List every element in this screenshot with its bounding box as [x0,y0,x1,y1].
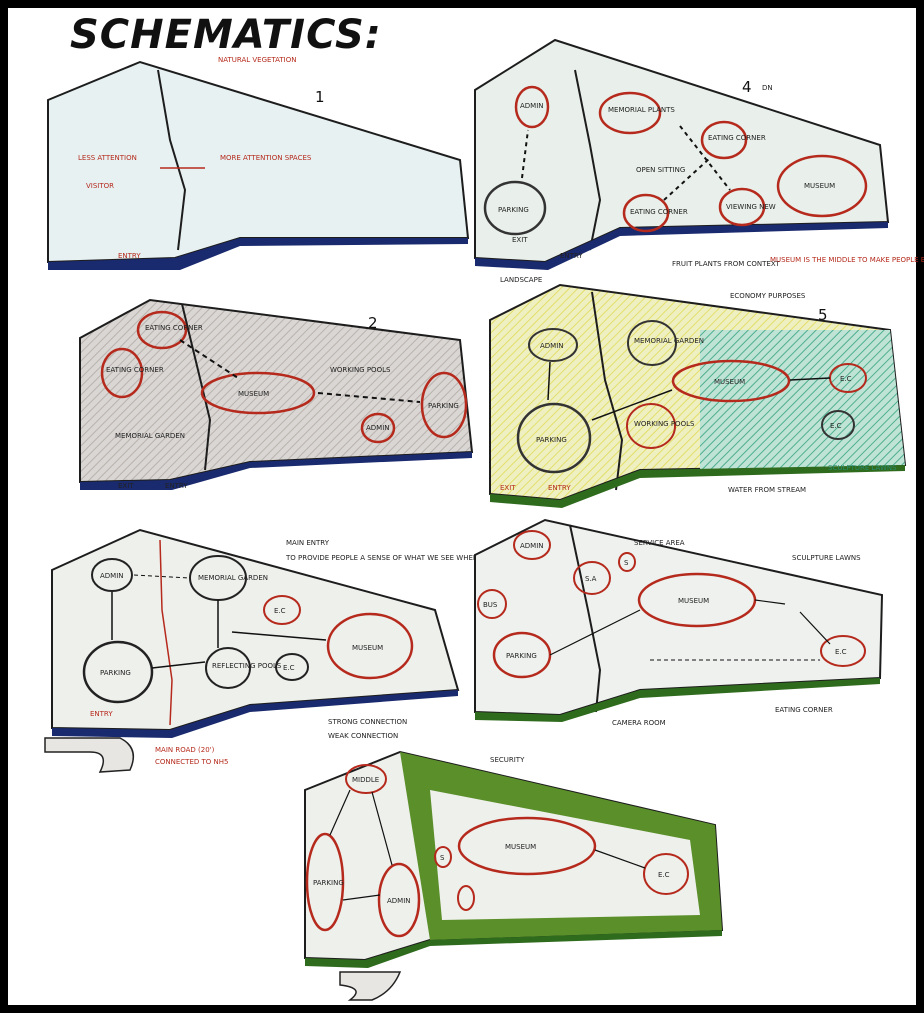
parking-label: PARKING [428,402,459,410]
working-pools-label: WORKING POOLS [634,420,695,428]
museum-label: MUSEUM [352,644,383,652]
entry-label: ENTRY [118,252,141,260]
admin-label: ADMIN [520,542,544,550]
museum-label: MUSEUM [505,843,536,851]
museum-label: MUSEUM [804,182,835,190]
admin-label: ADMIN [366,424,390,432]
exit-label: EXIT [512,236,528,244]
entry-label: ENTRY [560,252,583,260]
viewing-label: VIEWING NEW [726,203,776,211]
ec-label: E.C [840,375,852,383]
dn-label: DN [762,84,773,92]
open-sitting-label: OPEN SITTING [636,166,685,174]
parking-label: PARKING [100,669,131,677]
schematic-number: 4 [742,78,752,96]
museum-label: MUSEUM [714,378,745,386]
reflecting-pools-label: REFLECTING POOLS [212,662,282,670]
main-entry-label: MAIN ENTRY [286,539,330,547]
s-label: S [440,854,445,862]
sculpture-lawns-label: SCULPTURE LAWNS [828,464,897,472]
museum-label: MUSEUM [238,390,269,398]
natural-vegetation-label: NATURAL VEGETATION [218,56,297,64]
parking-label: PARKING [313,879,344,887]
eating-corner-2-label: EATING CORNER [630,208,688,216]
schematic-6: ADMIN S.A S MUSEUM BUS PARKING E.C SERVI… [475,520,882,764]
working-pools-label: WORKING POOLS [330,366,391,374]
entry-label: ENTRY [165,482,188,490]
admin-label: ADMIN [520,102,544,110]
schematic-7: MIDDLE MUSEUM E.C PARKING ADMIN S [305,752,722,1000]
camera-room-label: CAMERA ROOM [612,719,666,727]
strong-connection-label: STRONG CONNECTION [328,718,407,726]
entry-label: ENTRY [548,484,571,492]
parking-label: PARKING [506,652,537,660]
admin-label: ADMIN [540,342,564,350]
ec2-label: E.C [830,422,842,430]
fruit-plants-label: FRUIT PLANTS FROM CONTEXT [672,260,780,268]
eating-corner-label: EATING CORNER [775,706,833,714]
eating-corner-label: EATING CORNER [145,324,203,332]
admin-label: ADMIN [387,897,411,905]
memorial-garden-label: MEMORIAL GARDEN [198,574,268,582]
site-outline [48,62,468,262]
parking-label: PARKING [498,206,529,214]
schematic-number: 1 [315,88,325,106]
admin-label: ADMIN [100,572,124,580]
memorial-garden-label: MEMORIAL GARDEN [115,432,185,440]
main-road-2-label: CONNECTED TO NH5 [155,758,228,766]
eating-corner-2-label: EATING CORNER [106,366,164,374]
s-label: S [624,559,629,567]
schematic-5: 5 ADMIN MEMORIAL GARDEN MUSEUM E.C E.C P… [490,256,924,508]
bus-label: BUS [483,601,498,609]
ec-label: E.C [835,648,847,656]
exit-label: EXIT [500,484,516,492]
service-area-label: SERVICE AREA [634,539,685,547]
parking-label: PARKING [536,436,567,444]
schematic-2: 2 EATING CORNER EATING CORNER MUSEUM PAR… [80,300,472,490]
memorial-label: MEMORIAL PLANTS [608,106,675,114]
ec2-label: E.C [283,664,295,672]
schematic-number: 2 [368,314,378,332]
visitor-label: VISITOR [86,182,114,190]
more-attention-label: MORE ATTENTION SPACES [220,154,312,162]
schematic-3: ADMIN MEMORIAL GARDEN E.C MUSEUM PARKING… [45,530,519,772]
landscape-label: LANDSCAPE [500,276,542,284]
museum-note: MUSEUM IS THE MIDDLE TO MAKE PEOPLE EXPE… [770,256,924,264]
schematic-4: 4 DN ADMIN MEMORIAL PLANTS EATING CORNER… [475,40,888,284]
eating-corner-label: EATING CORNER [708,134,766,142]
middle-label: MIDDLE [352,776,379,784]
sa-label: S.A [585,575,597,583]
schematic-1: 1 NATURAL VEGETATION LESS ATTENTION VISI… [48,56,468,270]
memorial-label: MEMORIAL GARDEN [634,337,704,345]
ec-label: E.C [658,871,670,879]
entry-label: ENTRY [90,710,113,718]
main-road [45,738,133,772]
exit-label: EXIT [118,482,134,490]
access-road [340,972,400,1000]
museum-label: MUSEUM [678,597,709,605]
economy-label: ECONOMY PURPOSES [730,292,806,300]
water-label: WATER FROM STREAM [728,486,806,494]
sculpture-lawns-label: SCULPTURE LAWNS [792,554,861,562]
schematic-number: 5 [818,306,828,324]
main-road-label: MAIN ROAD (20') [155,746,215,754]
ec-label: E.C [274,607,286,615]
weak-connection-label: WEAK CONNECTION [328,732,398,740]
less-attention-label: LESS ATTENTION [78,154,137,162]
security-label: SECURITY [490,756,525,764]
